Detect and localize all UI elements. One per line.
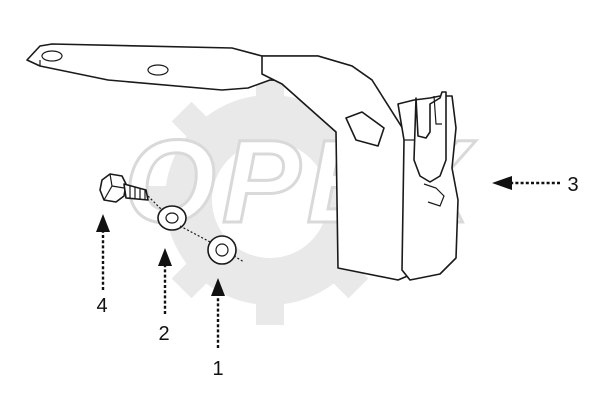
nut-part-1 xyxy=(207,235,245,265)
callout-label-4: 4 xyxy=(96,295,107,317)
callout-4: 4 xyxy=(96,214,110,317)
bolt-part-4 xyxy=(99,173,163,211)
callout-label-1: 1 xyxy=(212,358,223,380)
callout-3: 3 xyxy=(492,174,579,196)
bracket-part-3 xyxy=(26,43,459,281)
callout-1: 1 xyxy=(211,278,225,380)
washer-part-2 xyxy=(157,205,215,245)
callout-2: 2 xyxy=(158,248,172,345)
callout-label-2: 2 xyxy=(158,323,169,345)
callout-label-3: 3 xyxy=(567,174,578,196)
